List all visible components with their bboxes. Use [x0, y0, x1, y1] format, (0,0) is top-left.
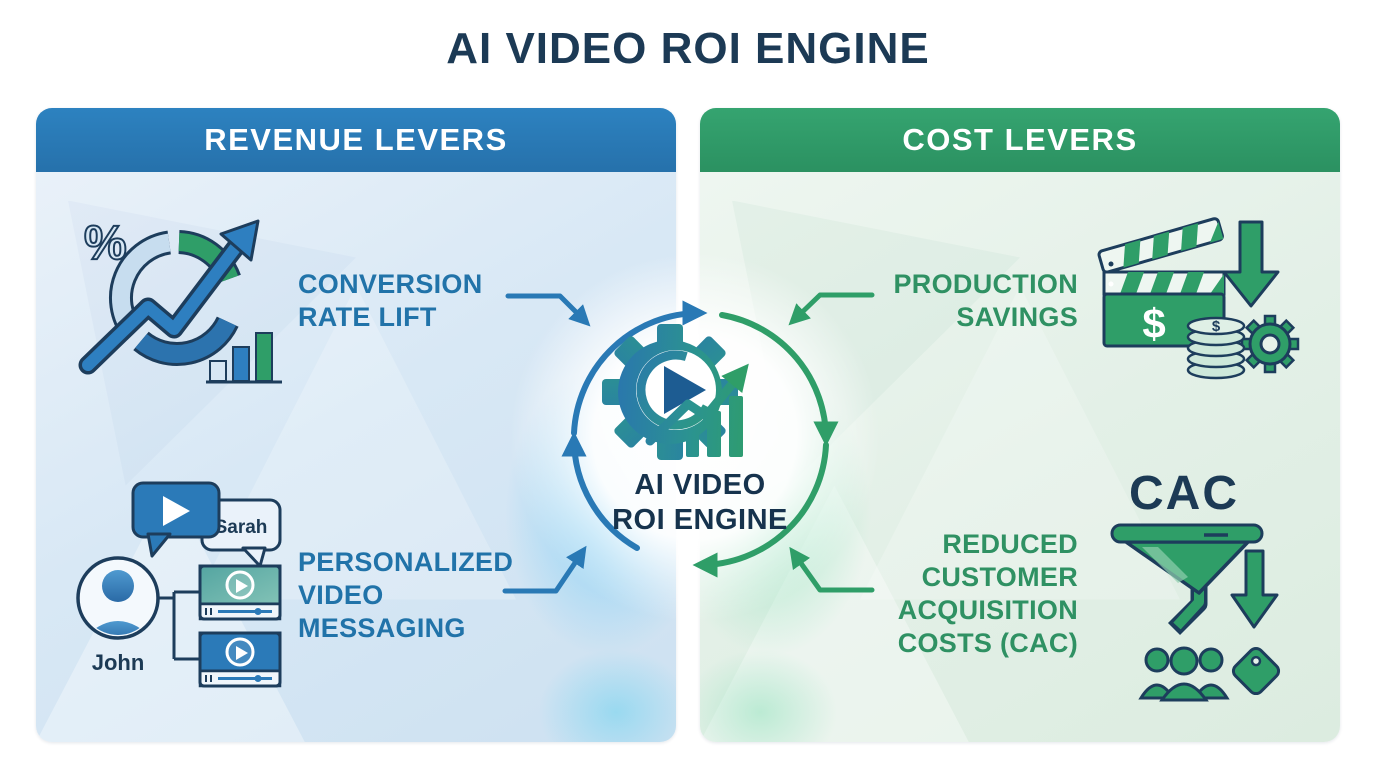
dollar-symbol: $: [1142, 300, 1165, 347]
cost-down-arrow-icon: [1222, 220, 1280, 308]
conversion-rate-lift-label: CONVERSION RATE LIFT: [298, 269, 483, 332]
personalized-arrow: [502, 545, 587, 594]
video-player-1: [198, 564, 282, 621]
personalized-messaging-icon: Sarah John: [76, 481, 282, 688]
personalized-video-messaging-label: PERSONALIZED VIDEO MESSAGING: [298, 547, 514, 643]
customers-icon: [1138, 646, 1230, 702]
john-name: John: [92, 650, 145, 675]
mini-bar-chart-icon: [206, 332, 282, 384]
sarah-chat-bubble: Sarah: [200, 498, 282, 568]
trend-arrow-icon: [78, 219, 260, 375]
person-icon: [102, 570, 134, 602]
connector-lines: [158, 590, 200, 661]
cac-down-arrow-icon: [1230, 549, 1279, 629]
play-icon: [664, 366, 706, 414]
play-ring: [636, 350, 716, 430]
cycle-arrows: [561, 300, 839, 578]
production-savings-icon: $ $: [1097, 217, 1300, 380]
john-avatar: [76, 556, 160, 640]
cac-heading: CAC: [1129, 467, 1239, 520]
roi-engine-label: AI VIDEO ROI ENGINE: [612, 469, 788, 536]
production-savings-label: PRODUCTION SAVINGS: [893, 269, 1078, 332]
price-tag-icon: [1231, 646, 1281, 696]
play-icon: [236, 579, 248, 593]
conversion-arrow: [505, 293, 591, 327]
growth-bars-icon: [686, 396, 743, 457]
conversion-growth-icon: %: [78, 216, 282, 384]
roi-engine-gear-icon: [602, 324, 749, 460]
reduced-cac-arrow: [789, 546, 875, 593]
reduced-cac-label: REDUCED CUSTOMER ACQUISITION COSTS (CAC): [897, 529, 1078, 658]
coin-stack-icon: $: [1186, 316, 1246, 380]
dollar-symbol: $: [1212, 318, 1221, 335]
play-icon: [236, 646, 248, 660]
funnel-icon: [1110, 523, 1264, 636]
video-chat-bubble: [131, 481, 221, 558]
production-arrow: [788, 292, 875, 326]
gear-icon: [1240, 314, 1300, 374]
label-connector-arrows: [502, 292, 875, 594]
page-title: AI VIDEO ROI ENGINE: [446, 24, 930, 73]
video-player-2: [198, 631, 282, 688]
play-icon: [163, 496, 190, 526]
sarah-name: Sarah: [215, 517, 268, 538]
cost-panel-header: COST LEVERS: [700, 108, 1340, 172]
trend-arrow-icon: [645, 363, 749, 446]
cac-reduction-icon: CAC: [1110, 467, 1281, 702]
revenue-panel-header: REVENUE LEVERS: [36, 108, 676, 172]
